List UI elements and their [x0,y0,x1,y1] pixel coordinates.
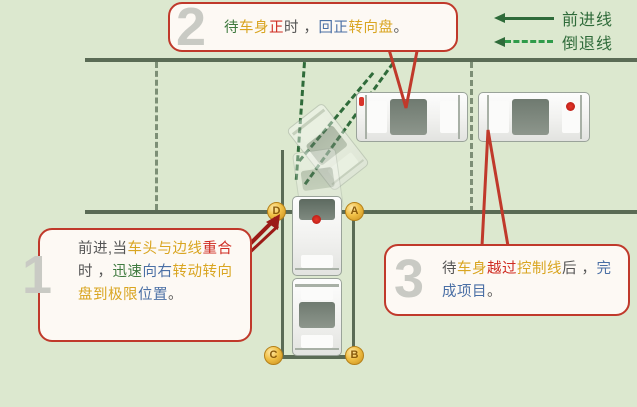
step-number-1: 1 [22,245,53,305]
legend-label-reverse: 倒退线 [562,36,614,53]
car-windshield [366,100,387,134]
parked-car-left [356,92,468,142]
pointer-step-2 [386,44,420,109]
lane-line-left [281,214,284,356]
car-front-bar [294,284,340,287]
legend-row-forward: 前进线 [494,6,613,30]
control-line-top [85,58,637,62]
active-car [292,196,342,276]
car-roof [390,98,428,136]
car-roof [512,98,550,136]
pointer-step-3 [480,129,510,248]
callout-step-3-text: 待车身越过控制线后 ，完成项目。 [442,261,612,300]
left-arrow-solid-icon [494,12,554,24]
point-marker-c: C [264,346,283,365]
car-taillight [359,97,364,106]
corridor-line-left [281,150,284,212]
callout-step-2-text: 待车身正时 ，回正转向盘。 [224,20,409,36]
car-rear-window [439,100,459,134]
car-windshield [300,286,334,301]
car-rear-bar [294,347,340,351]
legend-row-reverse: 倒退线 [494,30,613,54]
car-rear-bar [457,94,461,140]
car-roof [300,166,335,192]
step-number-2: 2 [176,0,207,57]
car-front-bar [486,94,490,140]
car-rear-bar [294,267,340,271]
car-front-bar [364,94,368,140]
car-windshield [488,100,509,134]
car-mirror-marker [566,102,575,111]
callout-step-3: 待车身越过控制线后 ，完成项目。 [384,244,630,316]
point-marker-a: A [345,202,364,221]
left-arrow-dashed-icon [494,36,554,48]
point-marker-b: B [345,346,364,365]
parked-car-right [478,92,590,142]
step-number-3: 3 [394,249,425,309]
car-roof [298,301,336,328]
car-front-marker [312,215,321,224]
lane-bottom-line [272,355,356,359]
car-rear-window [300,335,334,349]
point-marker-d: D [267,202,286,221]
start-car [292,278,342,356]
car-rear-window [300,254,334,268]
lane-line-right [352,214,355,356]
callout-step-2: 待车身正时 ，回正转向盘。 [168,2,458,52]
bay-divider-line [470,62,473,212]
car-roof [298,198,336,221]
car-rear-bar [579,94,583,140]
left-dashed-line [155,62,158,210]
callout-step-1-text: 前进,当车头与边线重合时 ，迅速向右转动转向盘到极限位置。 [78,241,233,303]
callout-step-1: 前进,当车头与边线重合时 ，迅速向右转动转向盘到极限位置。 [38,228,252,342]
legend-label-forward: 前进线 [562,12,614,29]
legend: 前进线 倒退线 [494,6,613,54]
